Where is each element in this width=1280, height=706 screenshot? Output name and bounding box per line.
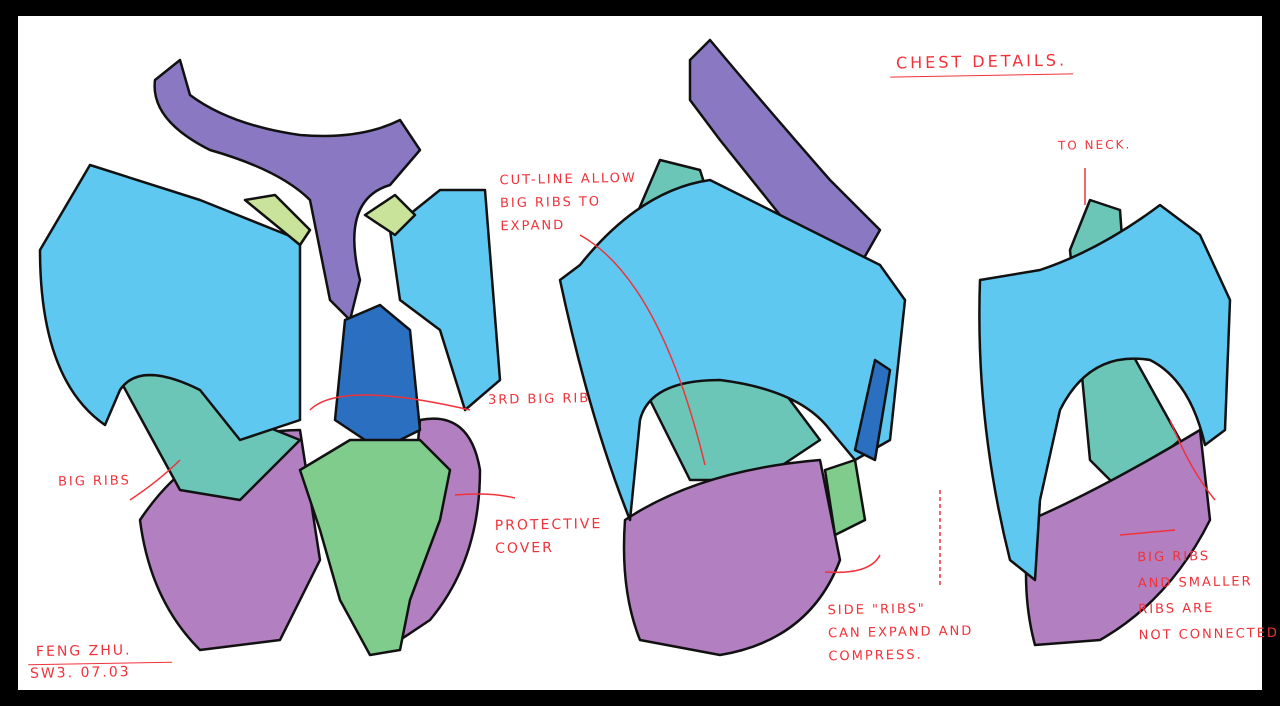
sheet-title: CHEST DETAILS. (889, 48, 1074, 78)
concept-sheet: CHEST DETAILS. TO NECK. CUT-LINE ALLOW B… (18, 16, 1280, 690)
collar (153, 58, 422, 322)
shell (978, 203, 1232, 582)
note-big-ribs: BIG RIBS (57, 473, 131, 490)
back-view (978, 198, 1232, 647)
note-cut-line: CUT-LINE ALLOW BIG RIBS TO EXPAND (499, 170, 637, 235)
side-view (558, 38, 907, 657)
note-to-neck: TO NECK. (1057, 137, 1132, 153)
spine (823, 458, 867, 537)
note-side-ribs: SIDE "RIBS" CAN EXPAND AND COMPRESS. (827, 601, 974, 665)
spine (298, 438, 452, 657)
annotation-arrows (129, 168, 1216, 585)
chest-illustrations (38, 38, 1232, 657)
note-third-big-rib: 3RD BIG RIB (487, 391, 591, 408)
sketch-date: SW3. 07.03 (29, 664, 131, 682)
note-not-connected: BIG RIBS AND SMALLER RIBS ARE NOT CONNEC… (1137, 549, 1280, 644)
left-shell (38, 163, 302, 442)
protective-cover (333, 303, 422, 452)
protective-cover (853, 358, 892, 462)
note-protective-cover: PROTECTIVE COVER (494, 516, 603, 557)
right-shell (388, 188, 502, 412)
ribs (622, 458, 842, 657)
shell (558, 178, 907, 522)
front-view (38, 58, 502, 657)
ribs (1024, 428, 1212, 647)
